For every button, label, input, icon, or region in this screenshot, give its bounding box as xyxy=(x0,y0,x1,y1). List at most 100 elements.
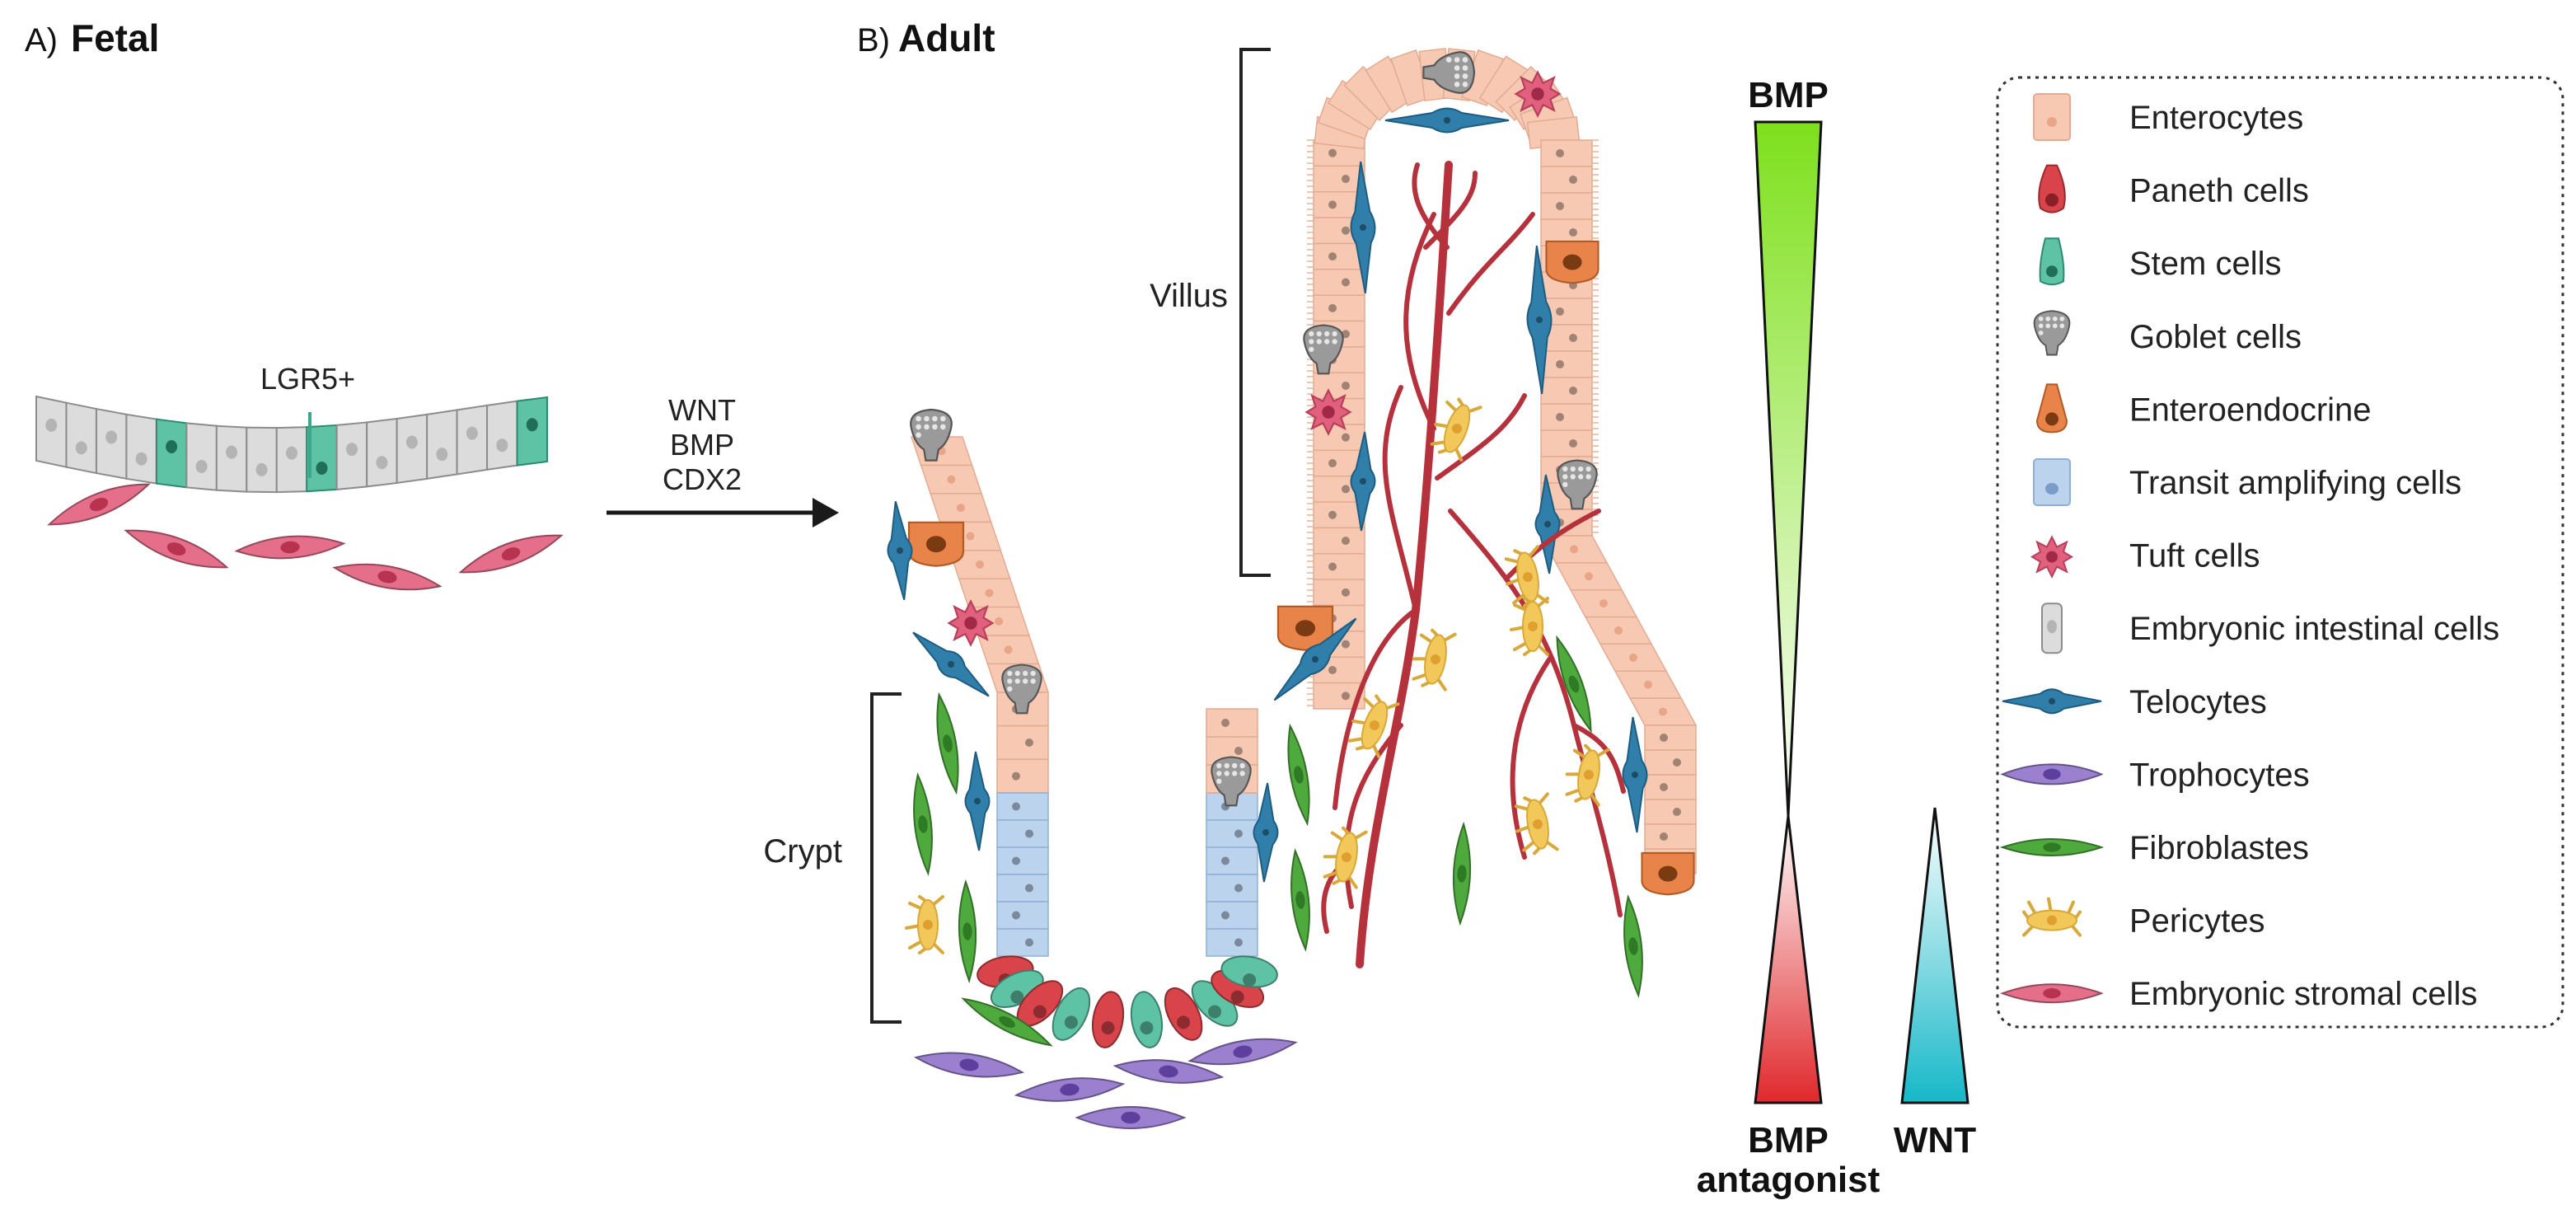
legend-label: Stem cells xyxy=(2129,246,2282,282)
legend-item-transit-amplifying-cells: Transit amplifying cells xyxy=(2033,458,2461,506)
tuft-cell xyxy=(2030,535,2073,579)
bmp-gradient-label: BMP xyxy=(1748,75,1829,115)
fibroblast xyxy=(1287,723,1310,827)
epithelial-cell xyxy=(1644,799,1697,825)
epithelial-cell xyxy=(1644,823,1697,850)
epithelial-cell xyxy=(996,846,1049,875)
legend-label: Telocytes xyxy=(2129,684,2267,720)
enteroendocrine-cell xyxy=(1641,851,1695,896)
trophocyte xyxy=(1112,1059,1225,1084)
epithelial-cell xyxy=(1206,901,1258,930)
signaling-gradients: BMP BMP antagonist WNT xyxy=(1697,75,1976,1200)
legend-item-enteroendocrine: Enteroendocrine xyxy=(2035,383,2372,434)
lgr5-label: LGR5+ xyxy=(260,362,355,396)
legend-item-pericytes: Pericytes xyxy=(2022,897,2265,940)
fibroblast xyxy=(1290,848,1310,952)
epithelial-cell xyxy=(1206,708,1258,738)
epithelial-cell xyxy=(1540,403,1593,431)
telocyte xyxy=(1384,107,1510,134)
fibroblast xyxy=(936,692,959,795)
legend-label: Enterocytes xyxy=(2129,100,2303,136)
enteroendocrine-cell xyxy=(907,521,965,567)
enterocyte-icon xyxy=(2033,93,2071,141)
embryonic-stromal-cell xyxy=(332,563,443,591)
epithelial-cell xyxy=(1206,928,1258,957)
epithelial-cell xyxy=(996,874,1049,903)
legend-label: Paneth cells xyxy=(2129,173,2309,209)
epithelial-cell xyxy=(1313,294,1365,322)
goblet-cell xyxy=(1211,756,1252,807)
pericyte xyxy=(1347,694,1400,759)
capillary-branch xyxy=(1332,607,1418,810)
legend-item-goblet-cells: Goblet cells xyxy=(2033,310,2302,356)
bmp-antagonist-label-line1: BMP xyxy=(1748,1120,1829,1160)
paneth-cell-icon xyxy=(2038,164,2066,213)
epithelial-cell xyxy=(1644,724,1697,751)
capillary-branch xyxy=(1382,385,1418,612)
epithelial-cell xyxy=(1313,269,1365,296)
telocyte xyxy=(1350,431,1376,532)
embryonic-intestinal-cell xyxy=(125,413,157,485)
epithelial-cell xyxy=(1206,846,1258,875)
embryonic-stromal-cell-icon xyxy=(2000,983,2104,1004)
tuft-cell-icon xyxy=(2030,535,2073,579)
stem-cell xyxy=(1051,987,1091,1041)
legend-item-embryonic-intestinal-cells: Embryonic intestinal cells xyxy=(2041,602,2499,654)
epithelial-cell xyxy=(996,792,1049,821)
paneth-cell xyxy=(1091,991,1125,1048)
embryonic-stromal-cell xyxy=(2000,983,2104,1004)
legend-item-stem-cells: Stem cells xyxy=(2039,237,2282,286)
epithelial-cell xyxy=(1540,139,1593,167)
goblet-cell xyxy=(1557,459,1598,510)
fibroblast xyxy=(1452,821,1472,926)
bmp-antagonist-gradient-wedge xyxy=(1754,815,1823,1104)
epithelial-cell xyxy=(996,724,1049,761)
pericyte xyxy=(1514,792,1559,856)
trophocyte xyxy=(2000,763,2104,785)
embryonic-intestinal-cell-icon xyxy=(2041,602,2063,654)
legend-label: Embryonic stromal cells xyxy=(2129,976,2477,1012)
fetal-stromal-cells xyxy=(47,483,564,591)
fibroblast-icon xyxy=(1999,838,2105,856)
epithelial-cell xyxy=(1540,350,1593,378)
telocyte xyxy=(912,631,990,697)
legend-label: Pericytes xyxy=(2129,903,2265,940)
capillary-branch xyxy=(1571,723,1626,794)
capillary-branch xyxy=(1510,657,1552,860)
fibroblast xyxy=(1999,838,2105,856)
embryonic-stromal-cell xyxy=(47,483,151,526)
epithelial-cell xyxy=(996,901,1049,930)
pericyte xyxy=(1412,628,1457,692)
enteroendocrine-icon xyxy=(2035,383,2068,434)
trophocyte xyxy=(1075,1106,1187,1129)
legend-item-tuft-cells: Tuft cells xyxy=(2030,535,2260,579)
epithelial-cell xyxy=(996,758,1049,794)
telocyte xyxy=(1273,617,1357,701)
panel-a: A) Fetal LGR5+ xyxy=(25,16,564,591)
pericyte xyxy=(2022,897,2082,937)
telocyte xyxy=(1253,782,1279,883)
telocyte xyxy=(964,751,991,851)
telocyte-icon xyxy=(2002,688,2102,715)
pericyte-icon xyxy=(2022,897,2082,937)
epithelial-cell xyxy=(1313,527,1365,555)
embryonic-intestinal-cell xyxy=(366,417,398,488)
arrow-label-wnt: WNT xyxy=(668,393,736,427)
crypt-bracket xyxy=(870,692,902,1024)
adult-stromal-cells xyxy=(905,397,1643,1129)
legend-label: Fibroblastes xyxy=(2129,830,2309,866)
wnt-gradient-wedge xyxy=(1900,807,1969,1104)
panel-b-letter: B) xyxy=(857,22,890,59)
epithelial-cell xyxy=(1206,819,1258,848)
trophocyte xyxy=(1187,1038,1298,1066)
pericyte xyxy=(1430,397,1482,462)
transit-amplifying-cell-icon xyxy=(2033,458,2071,506)
bmp-gradient-wedge xyxy=(1754,120,1823,817)
pericyte xyxy=(905,895,944,954)
epithelial-cell xyxy=(996,819,1049,848)
goblet-cell xyxy=(1001,663,1042,715)
villus-bracket xyxy=(1239,48,1271,577)
trophocyte-icon xyxy=(2000,763,2104,785)
